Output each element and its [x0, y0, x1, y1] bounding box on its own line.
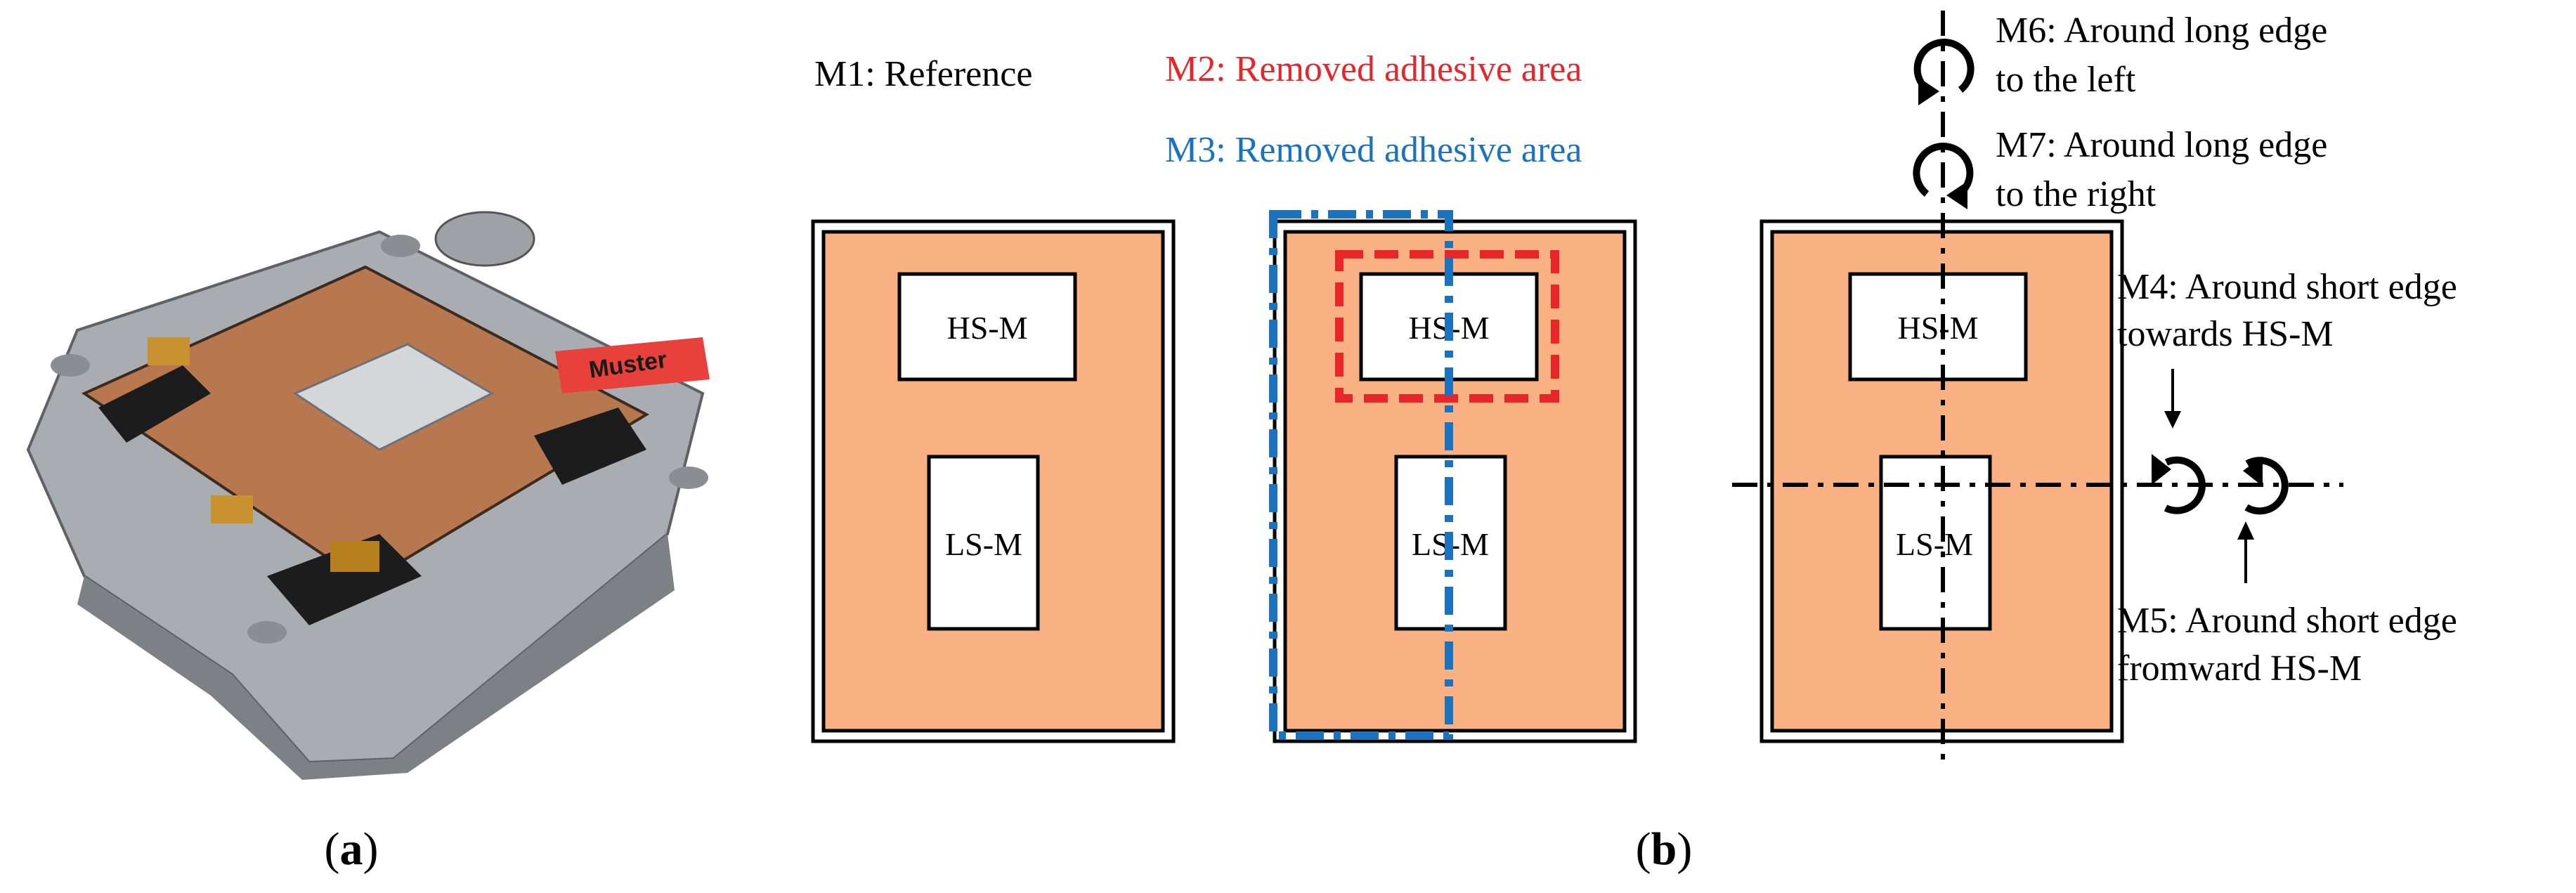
- m6-rotate-icon: [1913, 39, 1975, 105]
- board-m1-ls-box: [927, 455, 1040, 631]
- post-3: [669, 467, 708, 489]
- board-m2m3: HS-M LS-M: [1269, 210, 1637, 743]
- m5-label-line1: M5: Around short edge: [2117, 601, 2457, 641]
- connector-left: [98, 365, 211, 443]
- panel-a-photo: Muster: [26, 211, 710, 780]
- post-1: [51, 354, 90, 377]
- m5-label-line2: fromward HS-M: [2117, 648, 2362, 689]
- post-2: [381, 235, 420, 257]
- gold-block-3: [330, 541, 379, 572]
- m4-label-line1: M4: Around short edge: [2117, 267, 2457, 307]
- board-m1-hs-label: HS-M: [947, 310, 1027, 346]
- m7-rotate-icon: [1913, 143, 1974, 209]
- board-rotations: HS-M LS-M: [1732, 11, 2457, 769]
- board-rot-hs-label: HS-M: [1897, 310, 1978, 346]
- m4-rotate-icon: [2152, 454, 2206, 514]
- gold-block-2: [211, 495, 253, 523]
- board-m1-ls-label: LS-M: [945, 526, 1022, 562]
- m1-label: M1: Reference: [814, 54, 1032, 94]
- m3-label: M3: Removed adhesive area: [1165, 130, 1582, 170]
- m6-label-line2: to the left: [1996, 60, 2136, 100]
- connector-right: [534, 408, 646, 485]
- board-rot-hs-box: [1848, 272, 2028, 382]
- m2-label: M2: Removed adhesive area: [1165, 49, 1582, 89]
- housing-side-shade: [77, 534, 675, 780]
- board-m1-hs-box: [897, 272, 1077, 382]
- gold-block-1: [148, 337, 190, 365]
- m6-label-line1: M6: Around long edge: [1996, 11, 2327, 51]
- m5-rotate-icon: [2243, 457, 2289, 515]
- board-rot-ls-label: LS-M: [1896, 526, 1973, 562]
- pin-fin-grid: [292, 343, 495, 451]
- top-cylinder: [434, 211, 535, 267]
- panel-a-caption: (a): [325, 823, 379, 875]
- muster-tag: Muster: [555, 337, 710, 393]
- connector-bottom: [267, 534, 422, 625]
- m4-pointer-arrow: [2164, 369, 2181, 429]
- m7-label-line1: M7: Around long edge: [1996, 125, 2327, 165]
- m5-pointer-arrow: [2237, 521, 2254, 583]
- post-4: [247, 621, 287, 644]
- panel-b-caption: (b): [1636, 823, 1693, 875]
- m7-label-line2: to the right: [1996, 174, 2157, 214]
- m3-removed-area: [1269, 210, 1453, 740]
- board-m1: HS-M LS-M: [811, 219, 1176, 743]
- m2-removed-area: [1335, 250, 1559, 403]
- m4-label-line2: towards HS-M: [2117, 314, 2334, 354]
